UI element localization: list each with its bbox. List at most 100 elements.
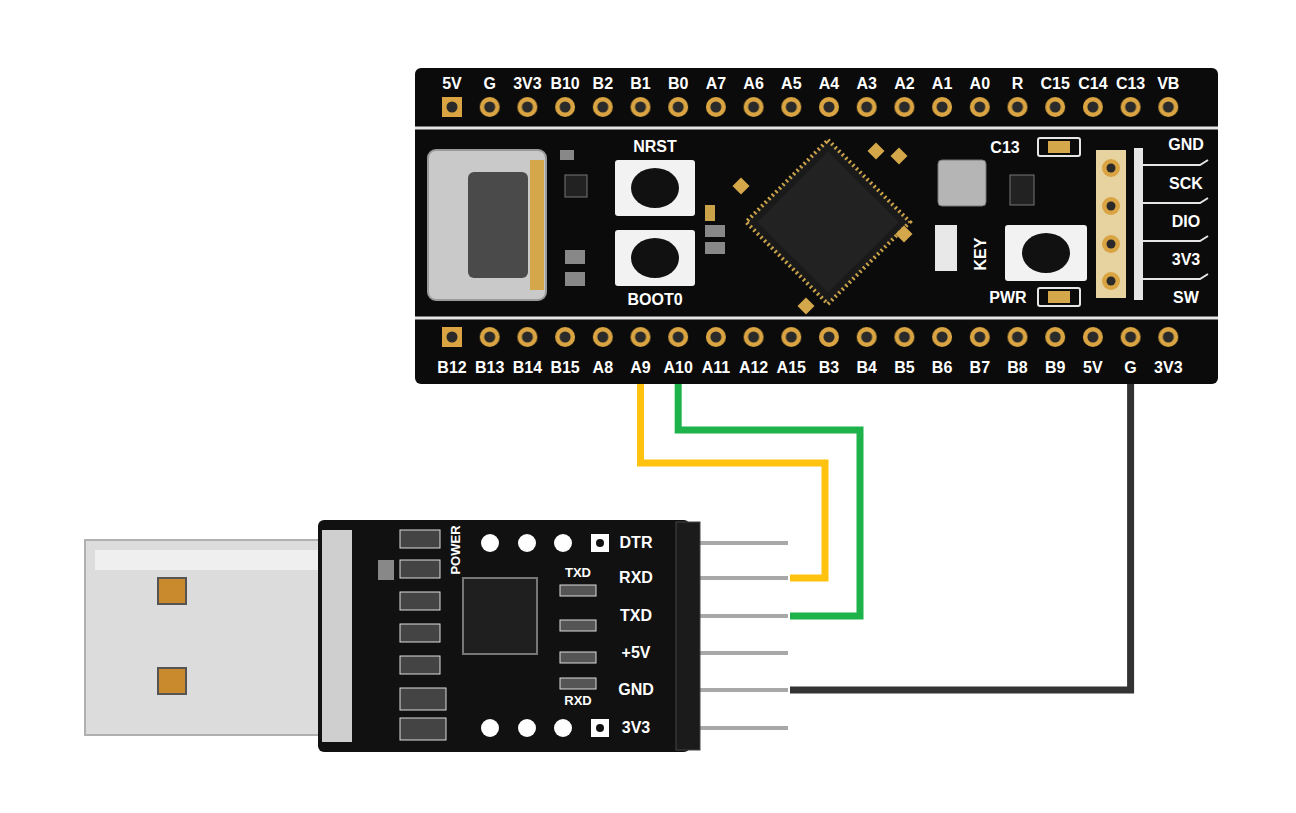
component (560, 652, 596, 663)
silk-arrow (1143, 274, 1208, 279)
pin-label: +5V (622, 645, 651, 661)
silk-line (415, 127, 1218, 130)
pin-label: B15 (550, 360, 579, 376)
pin-label: TXD (620, 608, 652, 624)
plug-window (158, 668, 186, 694)
button-nrst (615, 160, 695, 216)
wire (678, 384, 860, 616)
swd-pin (1102, 197, 1120, 215)
header-pin (690, 688, 788, 692)
component (705, 242, 725, 254)
regulator (1010, 175, 1034, 205)
pin-label: 5V (442, 76, 462, 92)
plug-highlight (95, 550, 320, 570)
component (560, 620, 596, 631)
wire (641, 384, 826, 578)
pin-label: A7 (706, 76, 726, 92)
pad-hole (1107, 202, 1116, 211)
silk-label: BOOT0 (627, 292, 682, 308)
pin-label: A3 (856, 76, 876, 92)
silk-label: POWER (449, 525, 462, 574)
through-hole (518, 534, 536, 552)
header-pin (690, 576, 788, 580)
component (565, 272, 585, 286)
pad-hole (1107, 164, 1116, 173)
pin-label: B14 (513, 360, 542, 376)
silk-label: KEY (973, 238, 989, 271)
component (891, 148, 908, 165)
pin-label: B5 (894, 360, 914, 376)
pin-label: A5 (781, 76, 801, 92)
pin-label: B13 (475, 360, 504, 376)
button-boot0 (615, 230, 695, 286)
pin-label: B2 (593, 76, 613, 92)
component (378, 560, 394, 580)
pin-holes (433, 92, 1187, 122)
pin-label: A10 (664, 360, 693, 376)
pad-hole (1107, 277, 1116, 286)
through-hole (481, 719, 499, 737)
pin-label: G (483, 76, 495, 92)
pin-label: 5V (1083, 360, 1103, 376)
pin-label: B9 (1045, 360, 1065, 376)
led (560, 678, 596, 689)
header-housing (676, 522, 700, 750)
usb-uart-chip (463, 578, 537, 654)
pin-label: A0 (970, 76, 990, 92)
header-pin (690, 726, 788, 730)
pad-hole (447, 102, 458, 113)
led-label: TXD (565, 566, 591, 579)
square-pad (442, 327, 462, 347)
swd-pin (1102, 235, 1120, 253)
usb-c-pins (530, 160, 544, 290)
pin-label: B7 (970, 360, 990, 376)
pin-label: B12 (437, 360, 466, 376)
through-hole (554, 534, 572, 552)
component (798, 298, 815, 315)
usb-c-port (468, 172, 528, 278)
through-hole (591, 534, 609, 552)
swd-header (1096, 150, 1126, 298)
swd-label: DIO (1172, 214, 1200, 230)
button-cap (1022, 233, 1070, 273)
led (560, 585, 596, 596)
component (868, 143, 885, 160)
square-pad (442, 97, 462, 117)
pin-label: 3V3 (513, 76, 541, 92)
component (400, 592, 440, 610)
through-hole (591, 719, 609, 737)
swd-pin (1102, 272, 1120, 290)
pin-label: B0 (668, 76, 688, 92)
swd-label: 3V3 (1172, 252, 1200, 268)
plug-shell-edge (322, 530, 352, 742)
component (705, 205, 715, 221)
component (400, 688, 446, 710)
component (565, 175, 587, 197)
silk-label: NRST (633, 139, 677, 155)
usb-ttl-adapter: DTRRXDTXD+5VGND3V3POWERTXDRXD (318, 520, 790, 752)
pin-label: A2 (894, 76, 914, 92)
pin-label: B3 (819, 360, 839, 376)
usb-c-connector (428, 150, 546, 300)
silk-arrow (1143, 198, 1208, 203)
header-pin (690, 541, 788, 545)
silk-bar (1134, 148, 1143, 300)
led (1048, 291, 1070, 303)
pad-hole (447, 332, 458, 343)
component (733, 178, 750, 195)
button-key (1005, 225, 1087, 281)
mcu-body (757, 151, 898, 292)
component (896, 226, 913, 243)
pin-holes (433, 322, 1187, 352)
component (400, 560, 440, 578)
wire (790, 384, 1131, 690)
crystal (938, 160, 986, 206)
silk-arrow (1143, 236, 1208, 241)
swd-label: SW (1173, 290, 1199, 306)
swd-label: GND (1168, 137, 1204, 153)
led-label: RXD (564, 694, 591, 707)
pin-label: B10 (550, 76, 579, 92)
pin-label: A12 (739, 360, 768, 376)
pin-label: 3V3 (622, 720, 650, 736)
